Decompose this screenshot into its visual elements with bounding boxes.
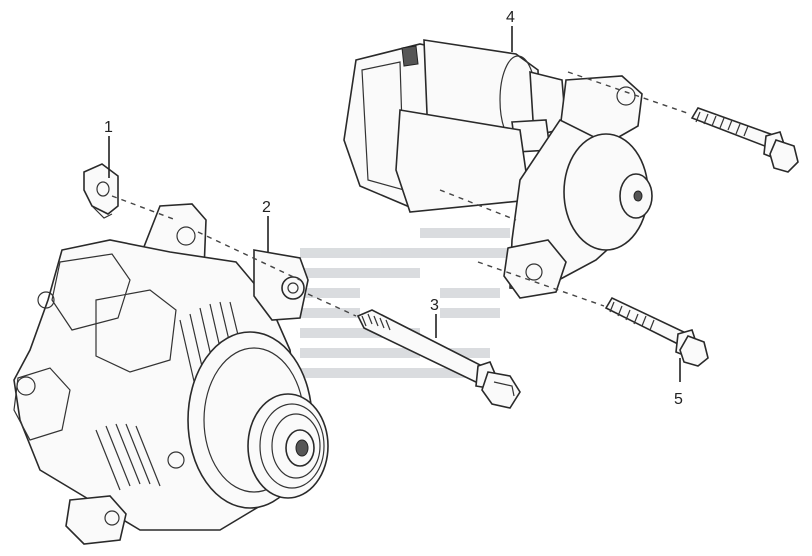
callout-2: 2 <box>262 199 271 216</box>
callout-4: 4 <box>506 9 515 26</box>
alternator-part <box>13 203 329 545</box>
callout-5: 5 <box>674 391 683 408</box>
starter-bolt-part <box>604 296 709 367</box>
clip-part <box>83 163 119 219</box>
leader-lines <box>108 26 681 382</box>
watermark-logo <box>300 228 510 378</box>
callout-1: 1 <box>104 119 113 136</box>
upper-starter-bolt-part <box>690 107 799 173</box>
assembly-lines <box>111 71 691 317</box>
long-bolt-part <box>356 309 521 409</box>
starter-motor-part <box>343 39 653 299</box>
callout-3: 3 <box>430 297 439 314</box>
